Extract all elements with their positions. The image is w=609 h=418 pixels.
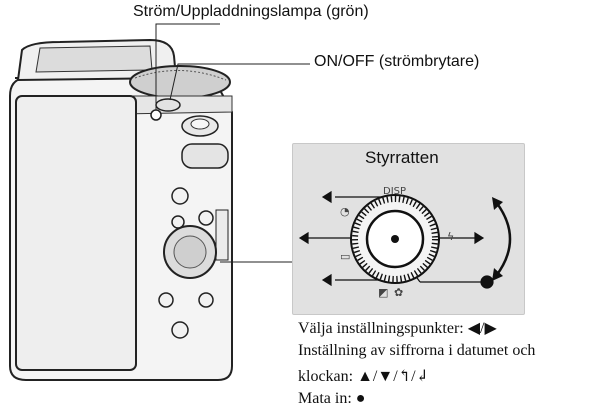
flash-icon: ϟ — [447, 230, 454, 243]
camera-button[interactable] — [198, 210, 214, 226]
left-right-symbols: ◀/▶ — [467, 320, 497, 337]
rotate-arrow-icon — [495, 201, 512, 277]
panel-title: Styrratten — [365, 148, 439, 167]
power-lamp-label: Ström/Uppladdningslampa (grön) — [133, 3, 369, 20]
disp-label: DISP — [383, 186, 406, 197]
direction-symbols: ▲/▼/↰/↲ — [357, 368, 429, 385]
instruction-select: Välja inställningspunkter: ◀/▶ — [298, 318, 497, 338]
instruction-enter: Mata in: ● — [298, 390, 365, 408]
callout-lines — [155, 23, 310, 263]
continuous-shooting-icon: ▭ — [340, 250, 350, 263]
instruction-datetime-label: klockan: — [298, 368, 358, 385]
instruction-select-label: Välja inställningspunkter: — [298, 320, 468, 337]
enter-symbol: ● — [355, 390, 366, 407]
instruction-enter-label: Mata in: — [298, 390, 356, 407]
camera-screen — [15, 95, 137, 371]
instruction-datetime-line1: Inställning av siffrorna i datumet och — [298, 342, 536, 359]
left-arrow-icon — [298, 231, 356, 245]
camera-side-panel — [215, 209, 229, 261]
exposure-comp-icon: ◩ — [378, 286, 388, 299]
camera-button[interactable] — [171, 187, 189, 205]
control-wheel[interactable] — [350, 194, 440, 284]
camera-button[interactable] — [158, 292, 174, 308]
self-timer-icon: ◔ — [340, 205, 350, 218]
camera-button[interactable] — [198, 292, 214, 308]
right-arrow-icon — [435, 231, 485, 245]
mode-dial[interactable] — [181, 143, 229, 169]
photo-creativity-icon: ✿ — [394, 286, 403, 299]
enter-dot-icon — [480, 275, 494, 289]
camera-button[interactable] — [171, 321, 189, 339]
instruction-datetime-line2: klockan: ▲/▼/↰/↲ — [298, 366, 429, 386]
onoff-label: ON/OFF (strömbrytare) — [314, 53, 480, 70]
